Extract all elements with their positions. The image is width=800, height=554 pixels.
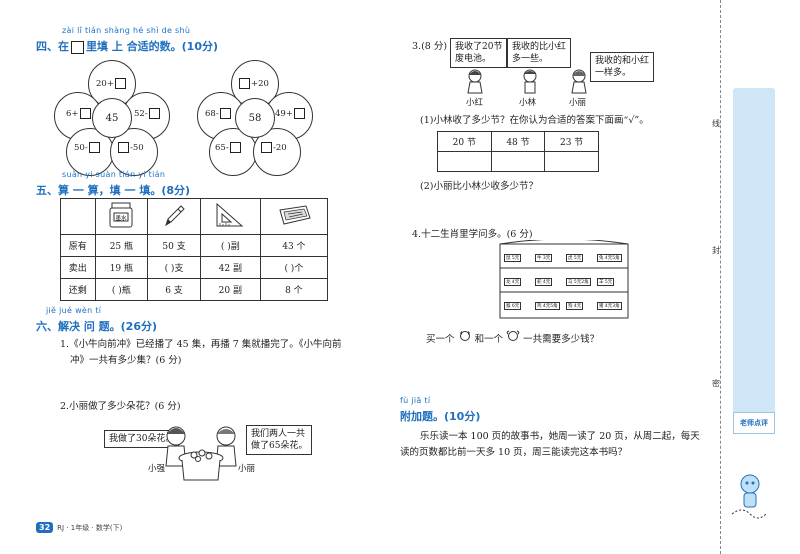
question-3-part-2: (2)小丽比小林少收多少节？ (420, 181, 538, 192)
zodiac-price-tag: 马 5元2角 (566, 278, 591, 286)
table-row: 20 节 48 节 23 节 (437, 131, 599, 152)
zodiac-price-tag: 牛 3元 (535, 254, 553, 262)
pencil-case-icon (276, 202, 312, 231)
zodiac-price-tag: 鼠 5元 (504, 254, 522, 262)
name-xiaoqiang: 小强 (148, 464, 166, 474)
checkmark-cell[interactable] (437, 151, 492, 172)
table-row (437, 151, 599, 172)
section6-pinyin: jiě jué wèn tí (46, 306, 102, 315)
question-4-text: 买一个 和一个 一共需要多少钱？ (426, 330, 599, 345)
answer-box[interactable] (79, 108, 91, 119)
bonus-title: 附加题。(10分) (400, 410, 481, 423)
question-1-line-1: 1.《小牛向前冲》已经播了 45 集，再播 7 集就播完了。《小牛向前 (60, 339, 342, 350)
page-number: 32 (36, 522, 54, 533)
table-row: 还剩 ( )瓶 6 支 20 副 8 个 (60, 278, 329, 301)
answer-box[interactable] (219, 108, 231, 119)
answer-box[interactable] (293, 108, 305, 119)
answer-box[interactable] (261, 142, 272, 153)
table-row: 卖出 19 瓶 ( )支 42 副 ( )个 (60, 256, 329, 279)
pen-icon (160, 201, 188, 232)
question-4-title: 4.十二生肖里学问多。(6 分) (412, 229, 533, 240)
answer-box[interactable] (88, 142, 100, 153)
name-xiaoli-label: 小丽 (569, 98, 587, 108)
zodiac-price-tag: 蛇 4元 (535, 278, 553, 286)
question-2: 2.小丽做了多少朵花？(6 分) (60, 401, 181, 412)
bonus-pinyin: fù jiā tí (400, 396, 431, 405)
speech-bubble-xiaohong: 我收了20节废电池。 (450, 38, 508, 68)
page-footer: 32 RJ · 1年级 · 数学(下) (36, 522, 122, 533)
bonus-line-1: 乐乐读一本 100 页的故事书，她周一读了 20 页，从周二起，每天 (420, 431, 700, 442)
bonus-line-2: 读的页数都比前一天多 10 页，周三能读完这本书吗？ (400, 447, 628, 458)
table-row: 原有 25 瓶 50 支 ( )副 43 个 (60, 234, 329, 257)
section4-pinyin: zài lǐ tián shàng hé shì de shù (62, 26, 191, 35)
checkmark-cell[interactable] (544, 151, 599, 172)
speech-bubble-xiaolin: 我收的比小红多一些。 (507, 38, 572, 68)
zodiac-price-tag: 猴 6元 (504, 302, 522, 310)
zodiac-price-tag: 兔 4元5角 (597, 254, 622, 262)
zodiac-price-tag: 龙 4元 (504, 278, 522, 286)
mascot-icon (728, 470, 768, 526)
cut-line (720, 0, 721, 554)
zodiac-price-tag: 鸡 4元5角 (535, 302, 560, 310)
cut-line-label-mid: 封 (712, 245, 720, 256)
answer-box[interactable] (229, 142, 241, 153)
dog-icon (458, 331, 472, 345)
sheep-icon (506, 330, 520, 345)
ink-bottle-icon: 墨水 (107, 201, 135, 232)
book-info: RJ · 1年级 · 数学(下) (57, 523, 123, 532)
section5-pinyin: suàn yi suàn tián yi tián (62, 170, 166, 179)
flower-center: 45 (92, 98, 132, 138)
name-xiaoli: 小丽 (238, 464, 256, 474)
speech-bubble-xiaoqiang: 我做了30朵花。 (104, 430, 180, 448)
question-3-part-1: (1)小林收了多少节？在你认为合适的答案下面画“√”。 (420, 115, 649, 126)
section6-title: 六、解决 问 题。(26分) (36, 320, 158, 333)
speech-bubble-xiaoli: 我们两人一共 做了65朵花。 (246, 425, 313, 455)
boy-xiaolin-icon (519, 68, 541, 98)
cut-line-label-top: 线 (712, 118, 720, 129)
children-making-flowers-illustration (150, 422, 250, 488)
flower-puzzle-1: 45 20+ 6+ 52- 50- -50 (52, 58, 172, 178)
svg-text:墨水: 墨水 (116, 214, 128, 222)
teacher-comment-label: 老师点评 (733, 412, 775, 434)
triangle-ruler-icon (214, 201, 246, 232)
teacher-comment-panel (733, 88, 775, 433)
answer-box[interactable] (118, 142, 129, 153)
zodiac-price-tag: 羊 5元 (597, 278, 615, 286)
answer-box[interactable] (239, 78, 250, 89)
zodiac-price-tag: 猪 4元3角 (597, 302, 622, 310)
blank-box-icon (71, 40, 84, 54)
girl-xiaohong-icon (464, 68, 486, 98)
question-3-title: 3.(8 分) (412, 41, 448, 52)
checkmark-cell[interactable] (490, 151, 546, 172)
zodiac-price-tag: 虎 5元 (566, 254, 584, 262)
question-1-line-2: 冲》一共有多少集？(6 分) (70, 355, 182, 366)
section4-title: 四、在里填 上 合适的数。(10分) (36, 40, 219, 54)
girl-xiaoli-icon (568, 68, 590, 98)
speech-bubble-xiaoli-q3: 我收的和小红一样多。 (590, 52, 655, 82)
flower-center: 58 (235, 98, 275, 138)
shelf-price-tags: 鼠 5元 牛 3元 虎 5元 兔 4元5角龙 4元 蛇 4元 马 5元2角羊 5元猴 6元… (498, 240, 630, 320)
name-xiaolin: 小林 (519, 98, 537, 108)
zodiac-price-tag: 狗 4元 (566, 302, 584, 310)
answer-box[interactable] (148, 108, 160, 119)
flower-puzzle-2: 58 +20 68- 49+ 65- -20 (195, 58, 315, 178)
answer-options-table: 20 节 48 节 23 节 (437, 131, 599, 172)
name-xiaohong: 小红 (466, 98, 484, 108)
cut-line-label-low: 密 (712, 378, 720, 389)
section5-title: 五、算 一 算，填 一 填。(8分) (36, 184, 191, 197)
answer-box[interactable] (114, 78, 126, 89)
inventory-table: 墨水 原有 25 瓶 50 支 ( )副 43 个 卖出 19 瓶 ( )支 (60, 198, 329, 301)
